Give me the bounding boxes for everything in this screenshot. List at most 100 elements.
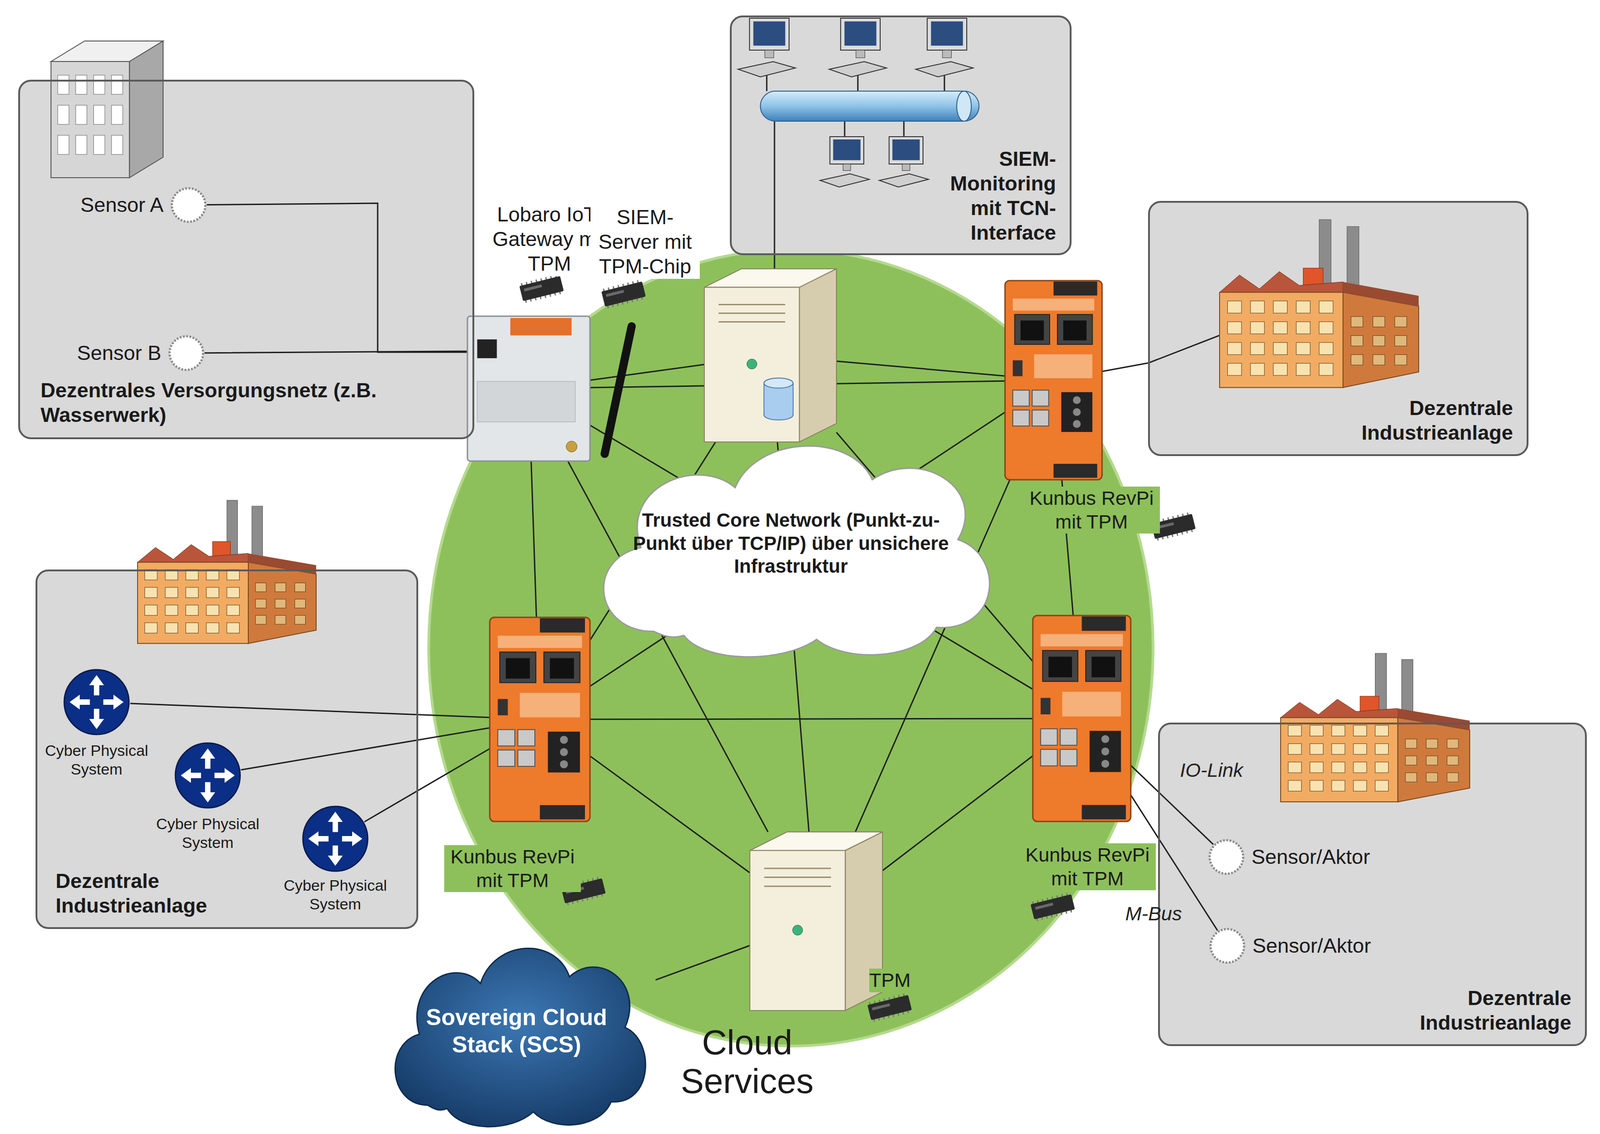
network-link [589,364,705,381]
keyboard [738,61,796,77]
wire [766,75,768,92]
sensor-node: Sensor A [170,186,207,224]
cps-arrow [308,831,329,847]
usb-port [497,729,515,746]
screen [833,139,861,161]
factory-front [137,562,249,644]
node-label: Trusted Core Network (Punkt-zu-Punkt übe… [631,508,951,578]
roof-box [1303,267,1324,286]
revpi-plate [519,692,580,718]
keyboard [829,61,887,77]
computer-icon [915,18,974,77]
window [93,135,105,155]
revpi-plate [1040,634,1124,647]
window [57,105,70,125]
node-label: Kunbus RevPi mit TPM [444,845,581,893]
window [1227,301,1242,314]
factory-roof [1280,699,1398,718]
node-label: TPM [869,968,920,993]
window [1288,725,1302,737]
cps-arrow [69,694,90,710]
keyboard [879,174,929,188]
window [1309,780,1324,792]
cps-arrow [89,708,105,729]
chip-body [867,994,912,1021]
window [1372,354,1385,365]
screw [1072,408,1081,416]
window [1394,335,1407,347]
window [1405,755,1417,765]
sensor-circle [1209,840,1244,874]
wire [857,75,859,92]
revpi-terminal [539,618,585,633]
stand [942,50,952,58]
keyboard [915,61,974,77]
cyber-physical-system: Cyber Physical System [62,668,131,736]
window [111,105,124,125]
usb-port [1040,749,1058,766]
network-link [364,748,490,822]
network-link [774,255,776,269]
panel-fill [729,15,1072,256]
window [1331,743,1345,755]
stand [902,164,910,171]
factory-side [248,562,317,644]
node-label: SIEM- Server mit TPM-Chip [590,205,700,279]
tpm-chip [1030,892,1076,922]
terminal-block [548,731,580,773]
revpi-plate [1062,691,1122,717]
chip-mark [1035,902,1054,910]
usb-port [517,749,535,767]
device-node: TPM [749,831,883,1011]
window [1273,321,1288,334]
roof-box [1359,696,1380,712]
window [1331,762,1345,774]
terminal-block [1089,730,1122,772]
window [1350,354,1363,365]
revpi-terminal [1082,805,1127,820]
node-label: Sensor B [51,340,162,366]
network-link [1102,363,1149,372]
window [275,582,287,592]
free-label: Cloud Services [669,1022,825,1101]
monitor [830,136,864,165]
window [1309,762,1324,774]
window [226,622,240,634]
window [206,605,219,616]
window [255,582,267,592]
antenna [604,326,632,454]
office-building [51,41,164,178]
window [1446,772,1459,782]
cps-arrow [200,748,216,769]
ethernet-port [1014,314,1050,345]
disk-top [764,378,794,389]
revpi-terminal [539,805,585,820]
cyber-physical-system: Cyber Physical System [301,805,370,873]
window [1353,762,1367,774]
revpi-device [1005,280,1103,480]
window [206,622,219,634]
cloud-outline [394,948,646,1127]
usb-port [1040,728,1058,746]
cps-arrow [342,831,363,847]
device-node: Kunbus RevPi mit TPM [1005,280,1103,480]
factory-front [1280,717,1398,802]
trusted-ring [428,249,1154,1047]
cps-arrow [180,768,201,784]
window [1296,363,1311,376]
screen [892,139,920,161]
node-label: Cyber Physical System [142,814,274,852]
power-led [792,925,803,936]
window [185,605,199,616]
window [93,75,105,95]
tpm-chip [518,273,565,304]
chip-mark [871,1003,891,1011]
window [1353,743,1367,755]
window [57,135,70,155]
node-label: Kunbus RevPi mit TPM [1019,843,1156,891]
ethernet-port [499,651,536,683]
window [1296,301,1311,314]
usb-port [497,749,515,767]
window [226,605,240,616]
window [1288,780,1302,792]
